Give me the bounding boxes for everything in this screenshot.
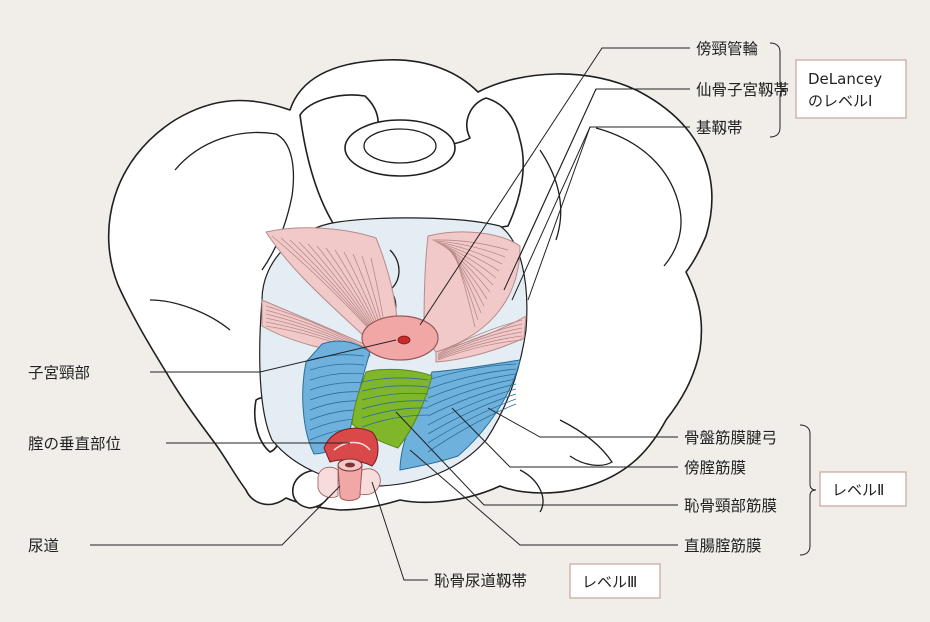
label-arcus-tendineus: 骨盤筋膜腱弓 [684, 429, 777, 447]
level2-box: レベルⅡ [820, 472, 906, 506]
label-rectovaginal-fascia: 直腸腟筋膜 [684, 537, 762, 555]
level1-box-line1: DeLancey [808, 70, 882, 88]
level1-box-line2: のレベルⅠ [808, 92, 872, 110]
label-cervix: 子宮頸部 [28, 364, 90, 382]
level3-box-text: レベルⅢ [582, 573, 637, 591]
label-cardinal-ligament: 基靱帯 [696, 119, 743, 137]
label-vagina-vertical: 腟の垂直部位 [28, 435, 121, 453]
level2-box-text: レベルⅡ [832, 481, 884, 499]
level3-box: レベルⅢ [570, 564, 660, 598]
label-pubourethral-ligament: 恥骨尿道靱帯 [434, 572, 527, 590]
label-urethra: 尿道 [28, 537, 59, 555]
label-sacrouterine-ligament: 仙骨子宮靱帯 [696, 81, 789, 99]
label-paravaginal-fascia: 傍腟筋膜 [684, 459, 746, 477]
label-pubocervical-fascia: 恥骨頸部筋膜 [684, 497, 777, 515]
cervix-shape [362, 316, 438, 360]
level1-box: DeLancey のレベルⅠ [796, 60, 906, 118]
label-paracervical-ring: 傍頸管輪 [696, 40, 759, 58]
